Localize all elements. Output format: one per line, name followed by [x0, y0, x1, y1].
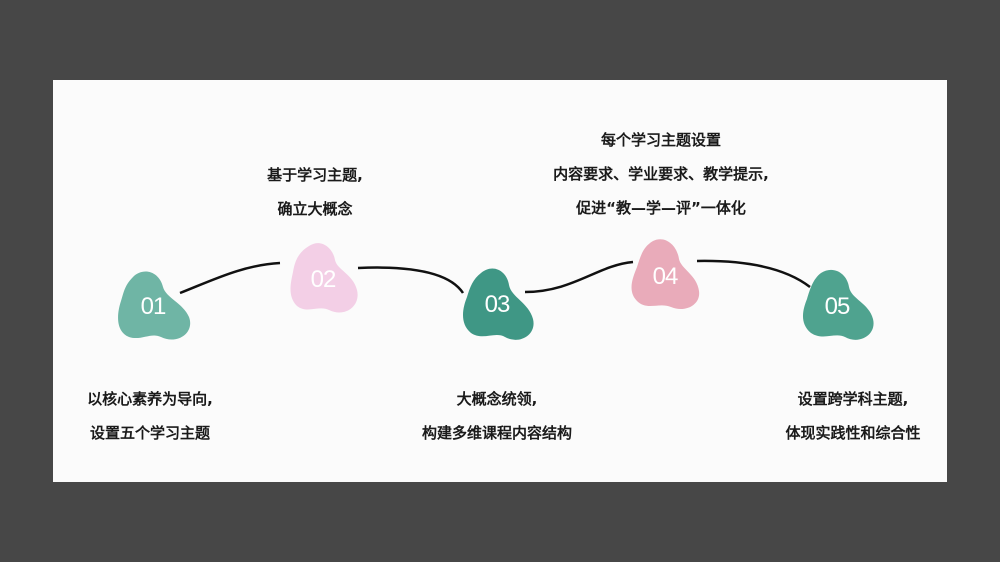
step-04-text: 每个学习主题设置 内容要求、学业要求、教学提示, 促进“教—学—评”一体化 [511, 123, 811, 225]
connector-lines [179, 259, 811, 295]
text-line: 促进“教—学—评”一体化 [576, 199, 746, 217]
text-line: 设置跨学科主题, [797, 390, 909, 408]
step-number: 04 [652, 263, 679, 290]
step-number: 01 [140, 293, 167, 320]
step-01-blob: 01 [111, 265, 195, 349]
diagram-card: 01 02 03 04 05 以核心素养为导向, 设置五个学习主题 基于学习主题… [53, 80, 947, 482]
text-line: 内容要求、学业要求、教学提示, [553, 165, 769, 183]
text-line: 构建多维课程内容结构 [421, 424, 572, 442]
text-line: 大概念统领, [456, 390, 538, 408]
step-number: 05 [824, 293, 851, 320]
connector-01-02 [179, 261, 281, 295]
text-line: 设置五个学习主题 [89, 424, 210, 442]
step-number: 03 [484, 291, 511, 318]
text-line: 体现实践性和综合性 [785, 424, 921, 442]
step-03-text: 大概念统领, 构建多维课程内容结构 [347, 382, 647, 450]
step-02-text: 基于学习主题, 确立大概念 [165, 158, 465, 226]
step-02-blob: 02 [281, 238, 365, 322]
step-05-blob: 05 [795, 265, 879, 349]
text-line: 确立大概念 [277, 200, 353, 218]
step-03-blob: 03 [455, 263, 539, 347]
step-04-blob: 04 [623, 235, 707, 319]
text-line: 基于学习主题, [267, 166, 363, 184]
text-line: 以核心素养为导向, [87, 390, 213, 408]
text-line: 每个学习主题设置 [600, 131, 721, 149]
connector-02-03 [357, 266, 465, 294]
connector-03-04 [524, 260, 634, 294]
step-number: 02 [310, 266, 337, 293]
connector-04-05 [696, 259, 811, 288]
step-01-text: 以核心素养为导向, 设置五个学习主题 [0, 382, 300, 450]
step-05-text: 设置跨学科主题, 体现实践性和综合性 [703, 382, 1000, 450]
